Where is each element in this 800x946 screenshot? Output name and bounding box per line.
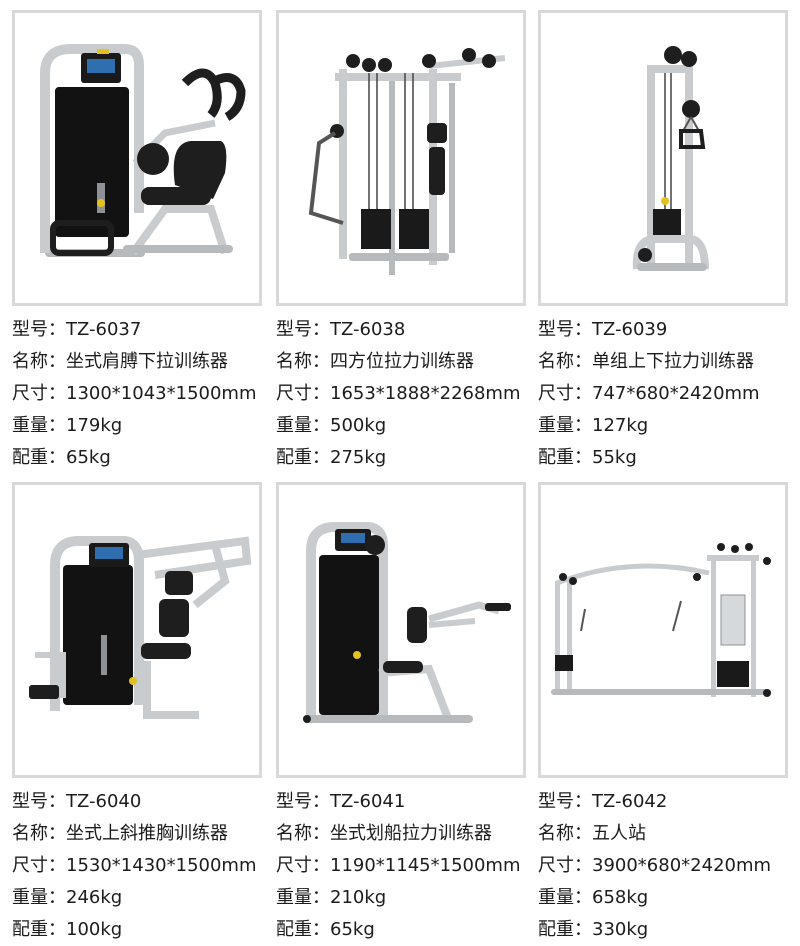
spec-size: 尺寸：1653*1888*2268mm xyxy=(276,383,521,404)
spec-name: 名称：坐式划船拉力训练器 xyxy=(276,823,492,844)
product-image-frame xyxy=(276,482,526,778)
spec-weight: 重量：179kg xyxy=(12,415,123,436)
spec-size: 尺寸：1300*1043*1500mm xyxy=(12,383,257,404)
spec-name: 名称：五人站 xyxy=(538,823,646,844)
spec-weight: 重量：500kg xyxy=(276,415,387,436)
spec-size: 尺寸：1190*1145*1500mm xyxy=(276,855,521,876)
spec-weight: 重量：658kg xyxy=(538,887,649,908)
spec-stack: 配重：275kg xyxy=(276,447,387,468)
spec-size: 尺寸：3900*680*2420mm xyxy=(538,855,772,876)
seated-abdominal-crunch-machine-image xyxy=(40,44,246,257)
spec-model: 型号：TZ-6039 xyxy=(538,319,668,340)
spec-model: 型号：TZ-6040 xyxy=(12,791,142,812)
seated-incline-chest-press-machine-image xyxy=(29,536,252,719)
spec-name: 名称：坐式上斜推胸训练器 xyxy=(12,823,228,844)
spec-name: 名称：四方位拉力训练器 xyxy=(276,351,474,372)
spec-name: 名称：单组上下拉力训练器 xyxy=(538,351,754,372)
spec-model: 型号：TZ-6041 xyxy=(276,791,406,812)
spec-weight: 重量：246kg xyxy=(12,887,123,908)
spec-model: 型号：TZ-6037 xyxy=(12,319,142,340)
product-image-frame xyxy=(538,482,788,778)
spec-model: 型号：TZ-6038 xyxy=(276,319,406,340)
product-image-frame xyxy=(12,482,262,778)
spec-stack: 配重：55kg xyxy=(538,447,637,468)
spec-model: 型号：TZ-6042 xyxy=(538,791,668,812)
spec-weight: 重量：127kg xyxy=(538,415,649,436)
product-image-frame xyxy=(538,10,788,306)
spec-list: 型号：TZ-6041 名称：坐式划船拉力训练器 尺寸：1190*1145*150… xyxy=(276,786,538,946)
spec-size: 尺寸：1530*1430*1500mm xyxy=(12,855,257,876)
four-station-cable-tower-image xyxy=(308,48,506,275)
single-adjustable-pulley-tower-image xyxy=(632,46,709,271)
five-station-multi-gym-image xyxy=(551,543,771,697)
product-image-frame xyxy=(276,10,526,306)
spec-list: 型号：TZ-6038 名称：四方位拉力训练器 尺寸：1653*1888*2268… xyxy=(276,314,538,474)
spec-list: 型号：TZ-6042 名称：五人站 尺寸：3900*680*2420mm 重量：… xyxy=(538,786,800,946)
spec-size: 尺寸：747*680*2420mm xyxy=(538,383,760,404)
spec-list: 型号：TZ-6037 名称：坐式肩膊下拉训练器 尺寸：1300*1043*150… xyxy=(12,314,274,474)
spec-name: 名称：坐式肩膊下拉训练器 xyxy=(12,351,228,372)
spec-weight: 重量：210kg xyxy=(276,887,387,908)
spec-stack: 配重：100kg xyxy=(12,919,123,940)
seated-row-machine-image xyxy=(303,522,511,723)
spec-stack: 配重：65kg xyxy=(276,919,375,940)
spec-stack: 配重：330kg xyxy=(538,919,649,940)
spec-list: 型号：TZ-6039 名称：单组上下拉力训练器 尺寸：747*680*2420m… xyxy=(538,314,800,474)
spec-list: 型号：TZ-6040 名称：坐式上斜推胸训练器 尺寸：1530*1430*150… xyxy=(12,786,274,946)
spec-stack: 配重：65kg xyxy=(12,447,111,468)
product-image-frame xyxy=(12,10,262,306)
